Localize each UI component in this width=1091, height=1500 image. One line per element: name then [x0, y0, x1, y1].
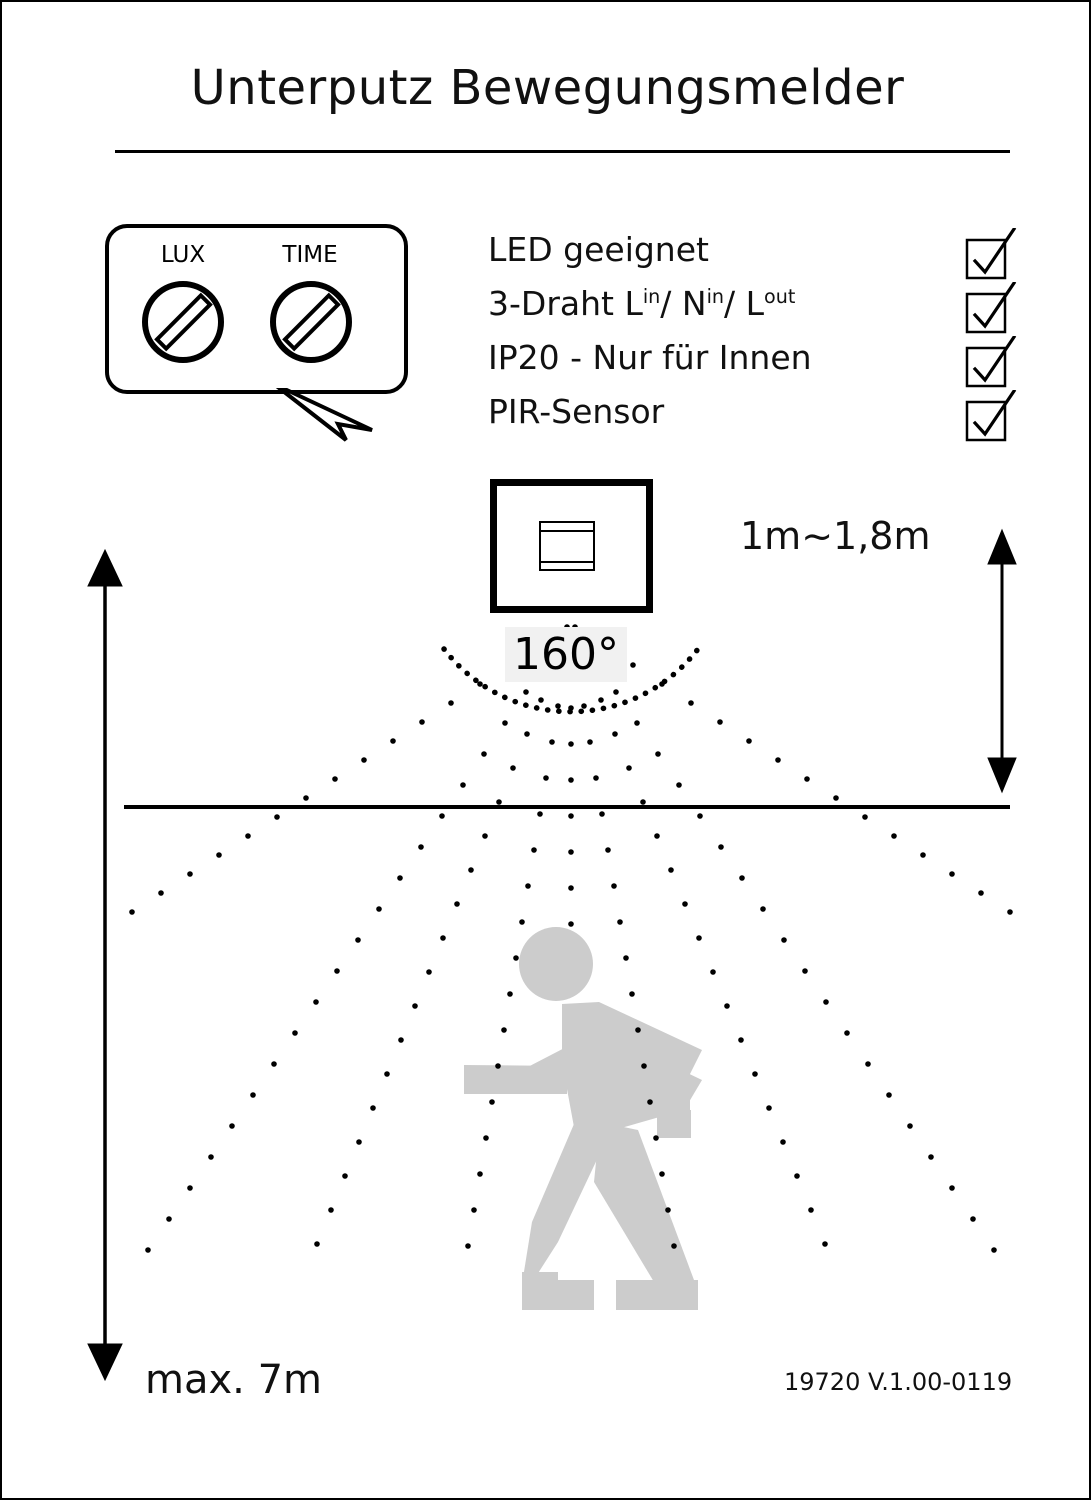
- checkbox-led[interactable]: [964, 228, 1020, 280]
- time-dial-label: TIME: [282, 242, 338, 268]
- page-title: Unterputz Bewegungsmelder: [190, 60, 905, 116]
- sensor-module-bar-bottom: [541, 561, 593, 563]
- detection-ray: [129, 624, 570, 915]
- pir-sensor-device: [490, 479, 653, 613]
- mounting-height-label: 1m~1,8m: [740, 514, 931, 558]
- mounting-height-arrow: [987, 528, 1017, 794]
- feature-label-led: LED geeignet: [488, 230, 709, 269]
- detection-ray: [572, 624, 1013, 915]
- wiring-text-mid1: / N: [660, 284, 707, 323]
- detection-angle-label: 160°: [505, 627, 627, 682]
- lux-rotary-dial-icon[interactable]: [142, 281, 224, 363]
- feature-label-pir: PIR-Sensor: [488, 392, 665, 431]
- detection-ray: [570, 629, 828, 1247]
- detection-rays: [129, 624, 1013, 1253]
- title-divider: [115, 150, 1010, 153]
- time-rotary-dial-icon[interactable]: [270, 281, 352, 363]
- dial-slot-icon: [281, 292, 341, 352]
- feature-label-wiring: 3-Draht Lin/ Nin/ Lout: [488, 284, 795, 323]
- feature-label-ip20: IP20 - Nur für Innen: [488, 338, 812, 377]
- detection-range-arrow: [87, 548, 123, 1382]
- lux-dial-label: LUX: [160, 242, 206, 268]
- wiring-text-mid2: / L: [724, 284, 765, 323]
- detection-ray: [571, 627, 997, 1253]
- version-code-label: 19720 V.1.00-0119: [784, 1368, 1013, 1396]
- detection-ray: [465, 631, 573, 1249]
- walking-person-icon: [464, 927, 702, 1310]
- sensor-module-bar-top: [541, 530, 593, 532]
- checkbox-wiring[interactable]: [964, 282, 1020, 334]
- callout-tail: [272, 382, 376, 442]
- sensor-lens-module-icon: [539, 521, 595, 571]
- detection-ray: [314, 629, 572, 1247]
- wall-ground-line: [124, 805, 1010, 809]
- detection-ray: [569, 631, 677, 1249]
- checkbox-ip20[interactable]: [964, 336, 1020, 388]
- wiring-sup-lout: out: [764, 285, 796, 308]
- wiring-sup-nin: in: [706, 285, 725, 308]
- detection-range-label: max. 7m: [145, 1357, 322, 1403]
- wiring-text-base: 3-Draht L: [488, 284, 643, 323]
- dial-slot-icon: [153, 292, 213, 352]
- wiring-sup-lin: in: [642, 285, 661, 308]
- checkbox-pir[interactable]: [964, 390, 1020, 442]
- detection-ray: [145, 627, 571, 1253]
